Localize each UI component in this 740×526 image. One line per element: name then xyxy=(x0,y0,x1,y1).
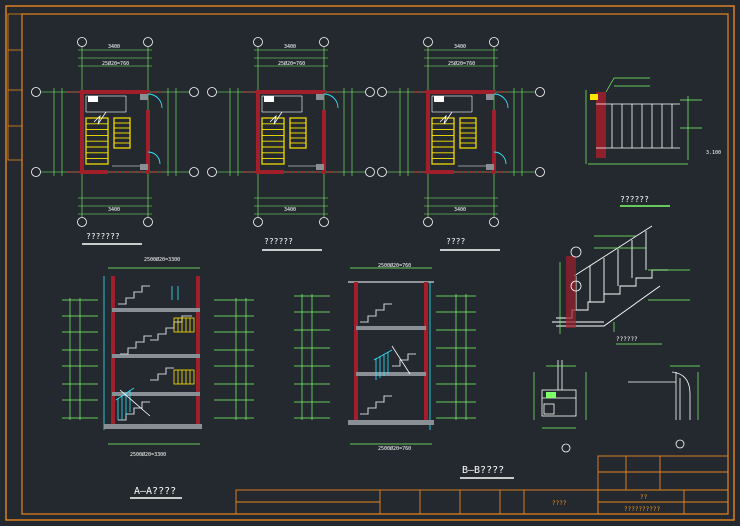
plan-3-door-swing xyxy=(493,93,509,109)
plan-2-wall xyxy=(322,110,326,174)
node-detail-right xyxy=(628,365,700,449)
plan-1-axis-bubble xyxy=(31,87,41,97)
plan-1-dim-bottom: 3400 xyxy=(108,207,121,213)
plan-2-axis-bubble xyxy=(365,167,375,177)
railing-elevation xyxy=(585,77,702,207)
plan-2-column xyxy=(316,94,324,100)
plan-3-wall xyxy=(426,90,430,174)
plan-1-axis-bubble xyxy=(77,217,87,227)
title-block-project: ?????????? xyxy=(624,506,661,513)
title-block-drawing-no: ?? xyxy=(640,494,648,501)
plan-3-axis-bubble xyxy=(489,217,499,227)
plan-1-dim-sub: 25Ø20=760 xyxy=(102,61,130,67)
section-a-a-top-dim: 2500Ø20=3300 xyxy=(144,257,181,263)
plan-1-axis-bubble xyxy=(143,37,153,47)
plan-3-axis-bubble xyxy=(423,217,433,227)
plan-2-axis-bubble xyxy=(253,37,263,47)
plan-1-wall xyxy=(146,110,150,174)
section-b-b-bottom-dim: 2500Ø20=760 xyxy=(378,446,412,452)
section-a-a xyxy=(62,267,254,499)
plan-3-wall xyxy=(426,170,454,174)
plan-2-axis-bubble xyxy=(319,37,329,47)
plan-1-axis-bubble xyxy=(189,87,199,97)
plan-2-wall xyxy=(256,90,260,174)
plan-3-dim-sub: 25Ø20=760 xyxy=(448,61,476,67)
plan-2-column xyxy=(316,164,324,170)
section-b-b-caption: B—B???? xyxy=(462,465,505,476)
plan-3-dim-bottom: 3400 xyxy=(454,207,467,213)
plan-2-dim-top: 3400 xyxy=(284,44,297,50)
plan-1-axis-bubble xyxy=(77,37,87,47)
node-detail-left xyxy=(533,360,587,453)
plan-1-wall xyxy=(80,170,108,174)
plan-3-axis-bubble xyxy=(423,37,433,47)
plan-2-axis-bubble xyxy=(207,87,217,97)
title-block-drawing-name: ???? xyxy=(552,500,567,507)
plan-2-wall xyxy=(256,170,284,174)
plan-2-axis-bubble xyxy=(365,87,375,97)
outer-frame xyxy=(5,5,735,521)
railing-level-mark: 3.100 xyxy=(706,150,722,156)
plan-3-axis-bubble xyxy=(535,167,545,177)
plan-3-column xyxy=(486,164,494,170)
section-b-b xyxy=(294,267,514,479)
plan-1-axis-bubble xyxy=(31,167,41,177)
plan-3-axis-bubble xyxy=(489,37,499,47)
plan-1-door-swing xyxy=(147,151,161,165)
inner-frame xyxy=(21,13,729,515)
plan-3-dim-top: 3400 xyxy=(454,44,467,50)
stair-railing-detail xyxy=(552,225,690,345)
plan-3-wall xyxy=(492,110,496,174)
plan-1-break-line xyxy=(93,111,107,125)
plan-3-axis-bubble xyxy=(535,87,545,97)
plan-3-wall xyxy=(426,90,496,94)
plan-2-axis-bubble xyxy=(253,217,263,227)
railing-detail-caption: ?????? xyxy=(620,195,649,204)
plan-1-column xyxy=(140,164,148,170)
plan-3-caption: ???? xyxy=(446,237,466,246)
plan-2-axis-bubble xyxy=(319,217,329,227)
section-b-b-top-dim: 2500Ø20=760 xyxy=(378,263,412,269)
plan-1-axis-bubble xyxy=(189,167,199,177)
plan-3-break-line xyxy=(439,111,453,125)
binding-strip xyxy=(7,13,23,161)
plan-3-level-tag xyxy=(434,96,444,102)
stair-detail-caption: ?????? xyxy=(616,336,638,343)
plan-2-wall xyxy=(256,90,326,94)
plan-2-axis-bubble xyxy=(207,167,217,177)
plan-1-level-tag xyxy=(88,96,98,102)
plan-3-axis-bubble xyxy=(377,87,387,97)
plan-2-level-tag xyxy=(264,96,274,102)
plan-2-dim-sub: 25Ø20=760 xyxy=(278,61,306,67)
plan-2-dim-bottom: 3400 xyxy=(284,207,297,213)
plan-1-caption: ??????? xyxy=(86,232,120,241)
plan-2-door-swing xyxy=(323,93,339,109)
section-a-a-bottom-dim: 2500Ø20=3300 xyxy=(130,452,167,458)
plan-1-door-swing xyxy=(147,93,163,109)
plan-1-column xyxy=(140,94,148,100)
title-block xyxy=(235,455,729,515)
plan-2-caption: ?????? xyxy=(264,237,293,246)
plan-1-wall xyxy=(80,90,84,174)
plan-2-break-line xyxy=(269,111,283,125)
plan-3-axis-bubble xyxy=(377,167,387,177)
plan-1-axis-bubble xyxy=(143,217,153,227)
plan-1-wall xyxy=(80,90,150,94)
plan-3-column xyxy=(486,94,494,100)
stair-plans xyxy=(31,37,545,251)
plan-1-dim-top: 3400 xyxy=(108,44,121,50)
section-a-a-caption: A—A???? xyxy=(134,486,177,497)
plan-3-door-swing xyxy=(493,151,507,165)
